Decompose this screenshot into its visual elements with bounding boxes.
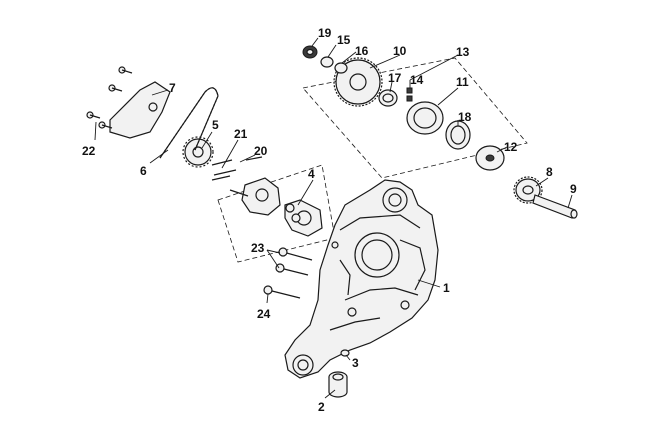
callout-1: 1 — [443, 281, 450, 295]
leader-lines — [94, 37, 573, 399]
plate-screws-part — [86, 66, 133, 129]
callout-labels: 1 2 3 4 5 6 7 8 9 10 11 12 13 14 15 16 1… — [82, 26, 577, 414]
callout-24: 24 — [257, 307, 271, 321]
callout-16: 16 — [355, 44, 369, 58]
callout-13: 13 — [456, 45, 470, 59]
callout-5: 5 — [212, 118, 219, 132]
chain-guide-plate-part — [109, 81, 171, 139]
flange-washer-part — [475, 145, 505, 171]
callout-17: 17 — [388, 71, 402, 85]
crankcase-cover-part — [284, 179, 439, 379]
bushing-part — [328, 371, 348, 398]
callout-21: 21 — [234, 127, 248, 141]
pinion-shaft-part — [532, 194, 578, 219]
oil-pump-part — [229, 177, 323, 237]
callout-12: 12 — [504, 140, 518, 154]
callout-10: 10 — [393, 44, 407, 58]
drive-chain-part — [159, 87, 219, 159]
pinion-gear-part — [513, 176, 543, 204]
callout-2: 2 — [318, 400, 325, 414]
oil-pump-assembly-frame — [217, 164, 336, 263]
callout-15: 15 — [337, 33, 351, 47]
callout-8: 8 — [546, 165, 553, 179]
one-way-clutch-part — [406, 101, 444, 135]
starter-gear-part — [333, 57, 383, 107]
clutch-rollers-part — [406, 87, 413, 102]
callout-11: 11 — [456, 75, 469, 89]
callout-14: 14 — [410, 73, 424, 87]
callout-18: 18 — [458, 110, 472, 124]
callout-22: 22 — [82, 144, 96, 158]
callout-20: 20 — [254, 144, 268, 158]
dowel-part — [340, 349, 350, 357]
pump-bolts-part — [211, 156, 263, 181]
starter-gear-assembly-frame — [302, 57, 528, 179]
callout-4: 4 — [308, 167, 315, 181]
callout-3: 3 — [352, 356, 359, 370]
callout-6: 6 — [140, 164, 147, 178]
pump-sprocket-part — [182, 136, 214, 168]
callout-19: 19 — [318, 26, 332, 40]
washers-part — [302, 45, 348, 74]
callout-9: 9 — [570, 182, 577, 196]
callout-23: 23 — [251, 241, 265, 255]
callout-7: 7 — [169, 81, 176, 95]
needle-bearing-part — [378, 89, 398, 107]
